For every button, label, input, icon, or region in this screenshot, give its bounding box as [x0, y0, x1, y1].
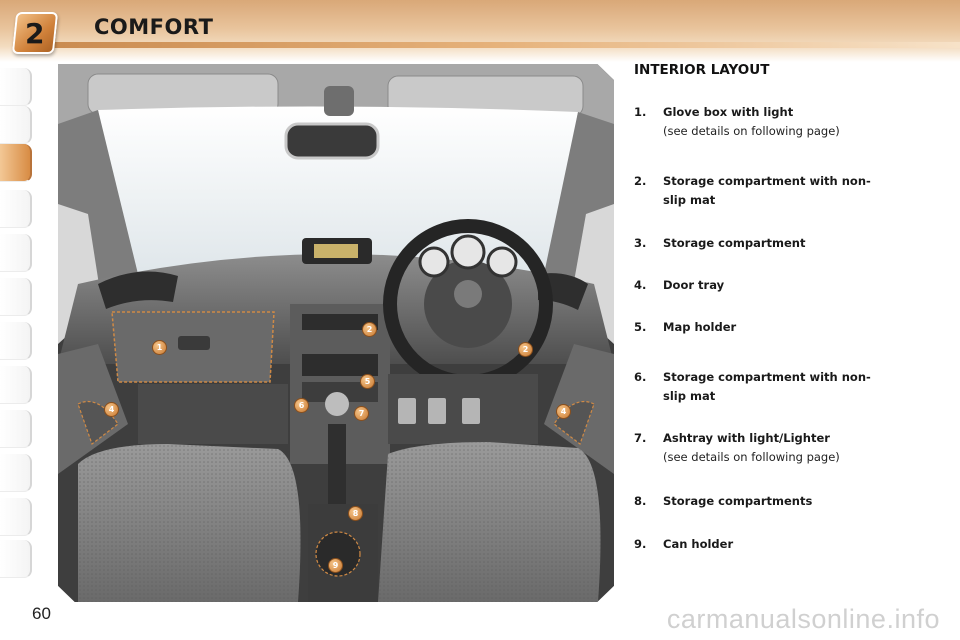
chapter-tab[interactable] [0, 540, 32, 578]
interior-photo: 1 2 2 4 4 5 6 7 8 9 [58, 64, 614, 602]
header-rule [40, 42, 960, 48]
list-item: 7. Ashtray with light/Lighter (see detai… [634, 429, 944, 467]
callout-7: 7 [354, 406, 369, 421]
page-number: 60 [32, 604, 51, 623]
chapter-badge: 2 [11, 12, 59, 54]
list-item: 6. Storage compartment with non-slip mat [634, 368, 874, 406]
item-note: (see details on following page) [663, 450, 840, 464]
item-label: Glove box with light [663, 105, 794, 119]
list-item: 3. Storage compartment [634, 234, 944, 253]
chapter-tab-active[interactable] [0, 144, 32, 182]
item-number: 7. [634, 431, 647, 445]
chapter-tab-rail [0, 68, 34, 578]
header-band [0, 0, 960, 62]
item-label: Can holder [663, 537, 734, 551]
chapter-tab[interactable] [0, 498, 32, 536]
item-label: Map holder [663, 320, 737, 334]
chapter-tab[interactable] [0, 410, 32, 448]
callout-9: 9 [328, 558, 343, 573]
list-item: 1. Glove box with light (see details on … [634, 103, 944, 141]
chapter-tab[interactable] [0, 322, 32, 360]
item-number: 2. [634, 174, 647, 188]
item-label: Ashtray with light/Lighter [663, 431, 830, 445]
chapter-tab[interactable] [0, 106, 32, 144]
list-item: 4. Door tray [634, 276, 944, 295]
list-item: 8. Storage compartments [634, 492, 944, 511]
callout-2: 2 [362, 322, 377, 337]
chapter-tab[interactable] [0, 68, 32, 106]
chapter-tab[interactable] [0, 234, 32, 272]
item-label: Door tray [663, 278, 725, 292]
item-number: 9. [634, 537, 647, 551]
callout-1: 1 [152, 340, 167, 355]
item-label: Storage compartment with non-slip mat [663, 174, 871, 207]
chapter-tab[interactable] [0, 454, 32, 492]
chapter-tab[interactable] [0, 190, 32, 228]
item-label: Storage compartments [663, 494, 813, 508]
chapter-tab[interactable] [0, 366, 32, 404]
item-number: 4. [634, 278, 647, 292]
callout-8: 8 [348, 506, 363, 521]
list-item: 5. Map holder [634, 318, 944, 337]
item-number: 5. [634, 320, 647, 334]
chapter-number: 2 [25, 16, 45, 50]
chapter-title: COMFORT [94, 15, 214, 39]
callout-2: 2 [518, 342, 533, 357]
item-number: 8. [634, 494, 647, 508]
chapter-tab[interactable] [0, 278, 32, 316]
callout-6: 6 [294, 398, 309, 413]
watermark[interactable]: carmanualsonline.info [666, 604, 940, 634]
section-title: INTERIOR LAYOUT [634, 62, 770, 78]
item-number: 6. [634, 370, 647, 384]
item-label: Storage compartment [663, 236, 806, 250]
item-number: 3. [634, 236, 647, 250]
item-note: (see details on following page) [663, 124, 840, 138]
callout-4: 4 [104, 402, 119, 417]
callout-4: 4 [556, 404, 571, 419]
item-number: 1. [634, 105, 647, 119]
interior-illustration [58, 64, 614, 602]
list-item: 2. Storage compartment with non-slip mat [634, 172, 874, 210]
callout-5: 5 [360, 374, 375, 389]
list-item: 9. Can holder [634, 535, 944, 554]
item-label: Storage compartment with non-slip mat [663, 370, 871, 403]
